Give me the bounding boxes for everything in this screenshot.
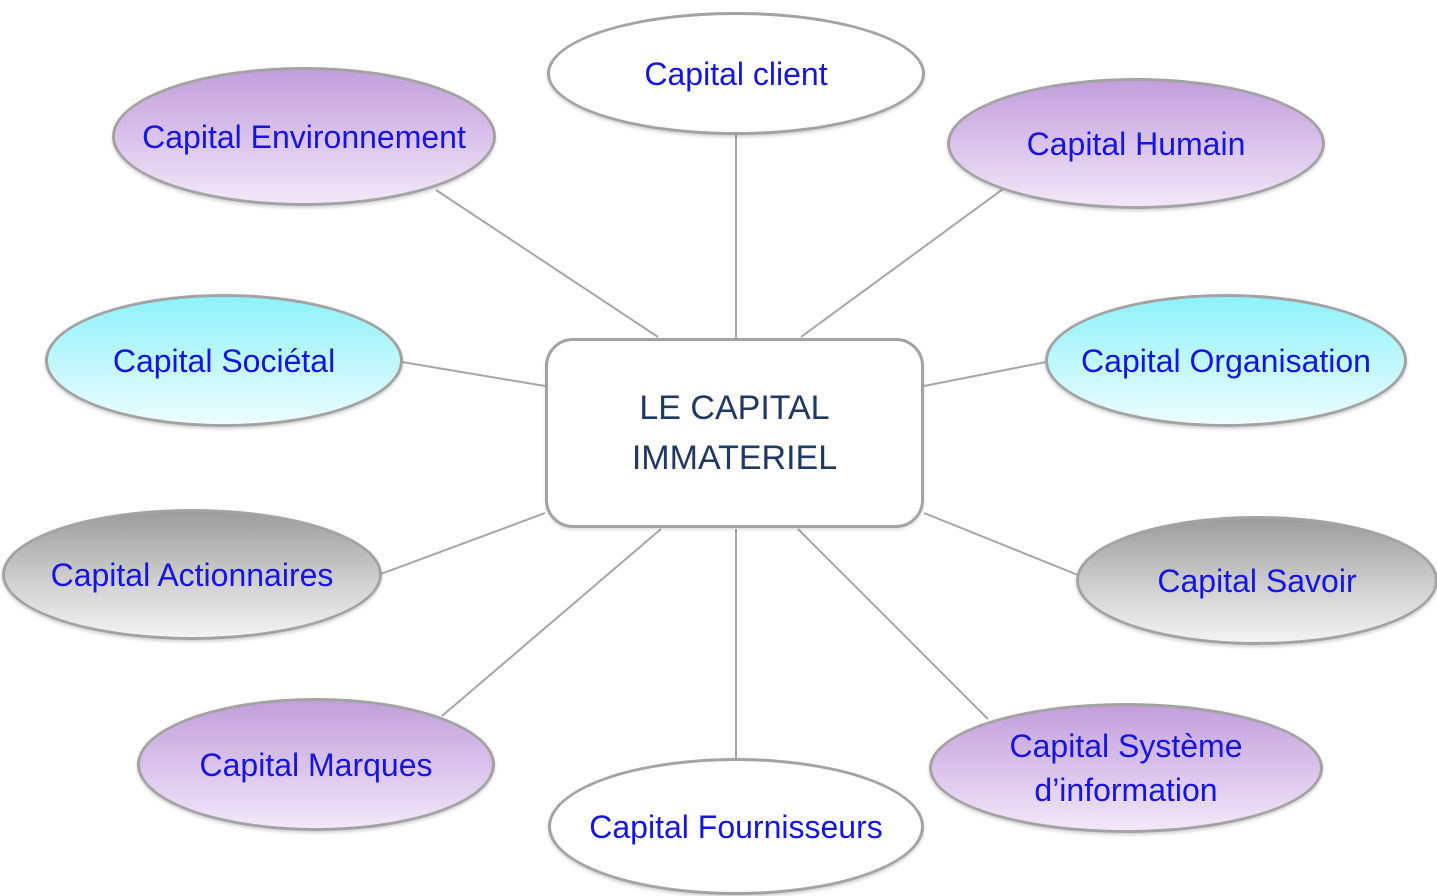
- node-capital-savoir: Capital Savoir: [1076, 516, 1437, 645]
- node-label: Capital Humain: [1026, 125, 1246, 162]
- center-node: LE CAPITAL IMMATERIEL: [545, 338, 924, 528]
- connector-marques: [441, 528, 662, 717]
- connector-societal: [401, 361, 546, 387]
- connector-systeme: [797, 528, 989, 720]
- node-label: Capital Sociétal: [112, 342, 336, 379]
- node-capital-humain: Capital Humain: [947, 78, 1325, 209]
- connector-organisation: [923, 361, 1047, 387]
- node-capital-systeme-information: Capital Système d’information: [929, 703, 1323, 833]
- node-capital-client: Capital client: [547, 12, 925, 135]
- node-label: Capital Organisation: [1081, 342, 1371, 379]
- center-label: LE CAPITAL IMMATERIEL: [631, 389, 838, 477]
- connector-savoir: [923, 512, 1079, 576]
- node-label: Capital client: [644, 55, 828, 92]
- node-capital-societal: Capital Sociétal: [45, 294, 403, 427]
- node-label: Capital Savoir: [1157, 562, 1357, 599]
- node-capital-actionnaires: Capital Actionnaires: [2, 509, 382, 640]
- connector-humain: [800, 188, 1004, 338]
- node-label: Capital Système d’information: [1009, 728, 1243, 808]
- node-capital-fournisseurs: Capital Fournisseurs: [548, 758, 924, 895]
- node-capital-environnement: Capital Environnement: [112, 67, 496, 206]
- node-label: Capital Environnement: [142, 118, 466, 155]
- node-label: Capital Fournisseurs: [589, 808, 883, 845]
- connector-actionnaires: [380, 512, 546, 575]
- connector-environnement: [435, 189, 659, 338]
- node-capital-organisation: Capital Organisation: [1045, 294, 1407, 427]
- node-label: Capital Actionnaires: [50, 556, 334, 593]
- node-label: Capital Marques: [199, 746, 433, 783]
- node-capital-marques: Capital Marques: [137, 698, 495, 831]
